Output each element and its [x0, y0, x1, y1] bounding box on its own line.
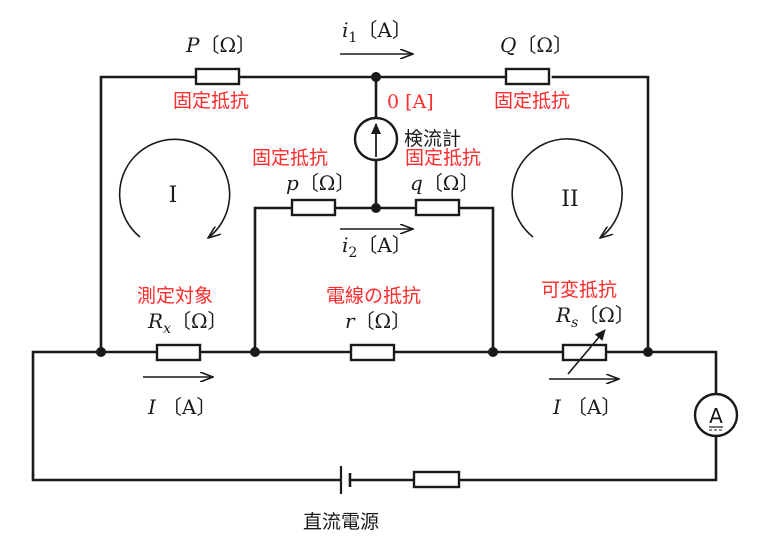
r-label: r〔Ω〕 — [345, 309, 411, 333]
resistor-q — [414, 198, 461, 217]
resistor-r — [349, 343, 396, 362]
i2-label: i2〔A〕 — [342, 233, 412, 261]
galvanometer-label: 検流計 — [404, 128, 461, 150]
loop-II-arrow-icon — [511, 138, 623, 238]
Rx-label: Rx〔Ω〕 — [147, 309, 228, 337]
wire-right-top — [551, 75, 650, 354]
q-label: q〔Ω〕 — [410, 171, 479, 195]
resistor-p — [290, 198, 337, 217]
resistor-Rx — [155, 343, 202, 362]
P-label: P〔Ω〕 — [185, 33, 256, 57]
q-note: 固定抵抗 — [405, 147, 481, 169]
Q-note: 固定抵抗 — [494, 90, 570, 112]
resistor-Rs — [561, 343, 608, 362]
resistor-P — [194, 67, 241, 86]
junction-a — [96, 347, 106, 357]
ammeter: A — [458, 392, 739, 482]
junction-middle — [371, 203, 381, 213]
inner-branch — [253, 198, 495, 354]
junction-b — [250, 347, 260, 357]
resistor-internal — [412, 470, 461, 489]
source-label: 直流電源 — [303, 511, 379, 533]
ammeter-label: A — [709, 404, 723, 428]
p-label: p〔Ω〕 — [286, 171, 355, 195]
galvanometer-branch — [353, 75, 399, 210]
I-right-label: I〔A〕 — [552, 395, 621, 419]
variable-arrow-icon — [567, 329, 606, 375]
Rx-note: 測定対象 — [137, 285, 213, 307]
top-branch — [99, 67, 650, 354]
Rs-note: 可変抵抗 — [541, 279, 617, 301]
P-note: 固定抵抗 — [173, 90, 249, 112]
power-source: 直流電源 — [31, 466, 461, 533]
junction-d — [643, 347, 653, 357]
wire-left-top — [99, 75, 198, 354]
loop-I-label: I — [169, 183, 178, 208]
main-line — [31, 329, 718, 477]
Rs-label: Rs〔Ω〕 — [555, 303, 635, 331]
galvanometer-current: 0 [A] — [387, 91, 434, 113]
Q-label: Q〔Ω〕 — [500, 33, 573, 57]
I-left-label: I〔A〕 — [147, 395, 216, 419]
i1-label: i1〔A〕 — [342, 18, 412, 46]
r-note: 電線の抵抗 — [326, 285, 421, 307]
loop-II-label: II — [561, 187, 578, 212]
resistor-Q — [504, 67, 551, 86]
loop-I-arrow-icon — [118, 138, 231, 238]
p-note: 固定抵抗 — [252, 147, 328, 169]
junction-c — [488, 347, 498, 357]
